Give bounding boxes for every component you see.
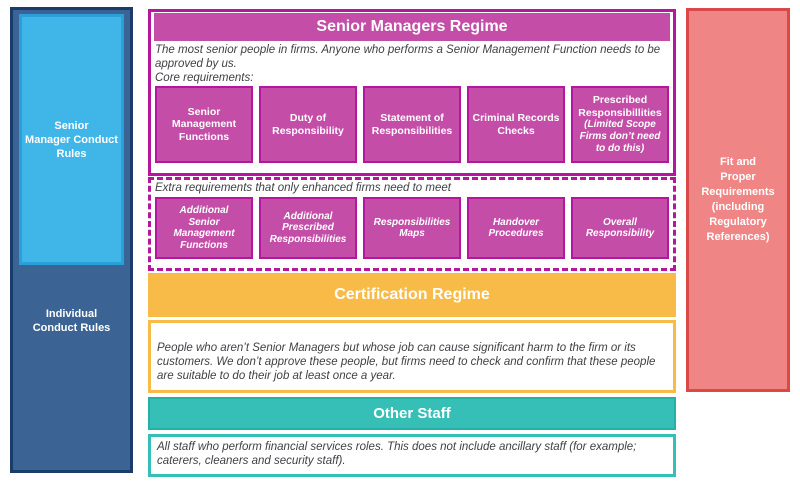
core-box-prescribed-responsibilities: Prescribed Responsibillities (Limited Sc… [571,86,669,163]
certification-regime-title: Certification Regime [334,286,490,303]
extra-box-label: Handover Procedures [488,216,544,240]
extra-box-responsibilities-maps: Responsibilities Maps [363,197,461,259]
core-box-criminal-records-checks: Criminal Records Checks [467,86,565,163]
core-box-label: Prescribed Responsibillities [578,94,662,119]
other-staff-description: All staff who perform financial services… [157,441,637,467]
extra-box-label: Additional Prescribed Responsibilities [269,210,347,245]
core-box-label: Duty of Responsibility [272,112,344,137]
core-box-label: Senior Management Functions [171,105,237,143]
extra-box-handover-procedures: Handover Procedures [467,197,565,259]
enhanced-requirements-row: Additional Senior Management Functions A… [155,197,669,259]
enhanced-requirements-label: Extra requirements that only enhanced fi… [155,182,451,194]
extra-box-label: Responsibilities Maps [373,216,451,240]
core-box-senior-management-functions: Senior Management Functions [155,86,253,163]
other-staff-header: Other Staff [148,397,676,430]
senior-managers-regime-header: Senior Managers Regime [154,13,670,41]
core-box-statement-of-responsibilities: Statement of Responsibilities [363,86,461,163]
senior-managers-regime-description: The most senior people in firms. Anyone … [155,44,661,70]
fit-and-proper-label: Fit and Proper Requirements (including R… [701,156,775,243]
other-staff-title: Other Staff [373,405,451,422]
core-requirements-label: Core requirements: [155,72,254,84]
individual-conduct-rules-panel: Senior Manager Conduct Rules Individual … [10,7,133,473]
extra-box-label: Additional Senior Management Functions [173,205,235,251]
core-box-note: (Limited Scope Firms don’t need to do th… [579,119,661,154]
other-staff-body: All staff who perform financial services… [148,434,676,477]
extra-box-additional-senior-management-functions: Additional Senior Management Functions [155,197,253,259]
core-requirements-row: Senior Management Functions Duty of Resp… [155,86,669,163]
enhanced-requirements-section: Extra requirements that only enhanced fi… [148,177,676,271]
senior-manager-conduct-rules-box: Senior Manager Conduct Rules [19,14,124,265]
certification-regime-header: Certification Regime [148,273,676,317]
certification-regime-description: People who aren’t Senior Managers but wh… [157,342,656,382]
extra-box-overall-responsibility: Overall Responsibility [571,197,669,259]
extra-box-label: Overall Responsibility [585,216,655,240]
senior-managers-regime-section: Senior Managers Regime The most senior p… [148,9,676,176]
extra-box-additional-prescribed-responsibilities: Additional Prescribed Responsibilities [259,197,357,259]
individual-conduct-rules-label: Individual Conduct Rules [32,308,111,334]
core-box-label: Statement of Responsibilities [371,112,453,137]
certification-regime-body: People who aren’t Senior Managers but wh… [148,320,676,393]
fit-and-proper-panel: Fit and Proper Requirements (including R… [686,8,790,392]
core-box-label: Criminal Records Checks [472,112,560,137]
senior-managers-regime-title: Senior Managers Regime [316,18,508,35]
senior-manager-conduct-rules-label: Senior Manager Conduct Rules [25,119,118,160]
core-box-duty-of-responsibility: Duty of Responsibility [259,86,357,163]
